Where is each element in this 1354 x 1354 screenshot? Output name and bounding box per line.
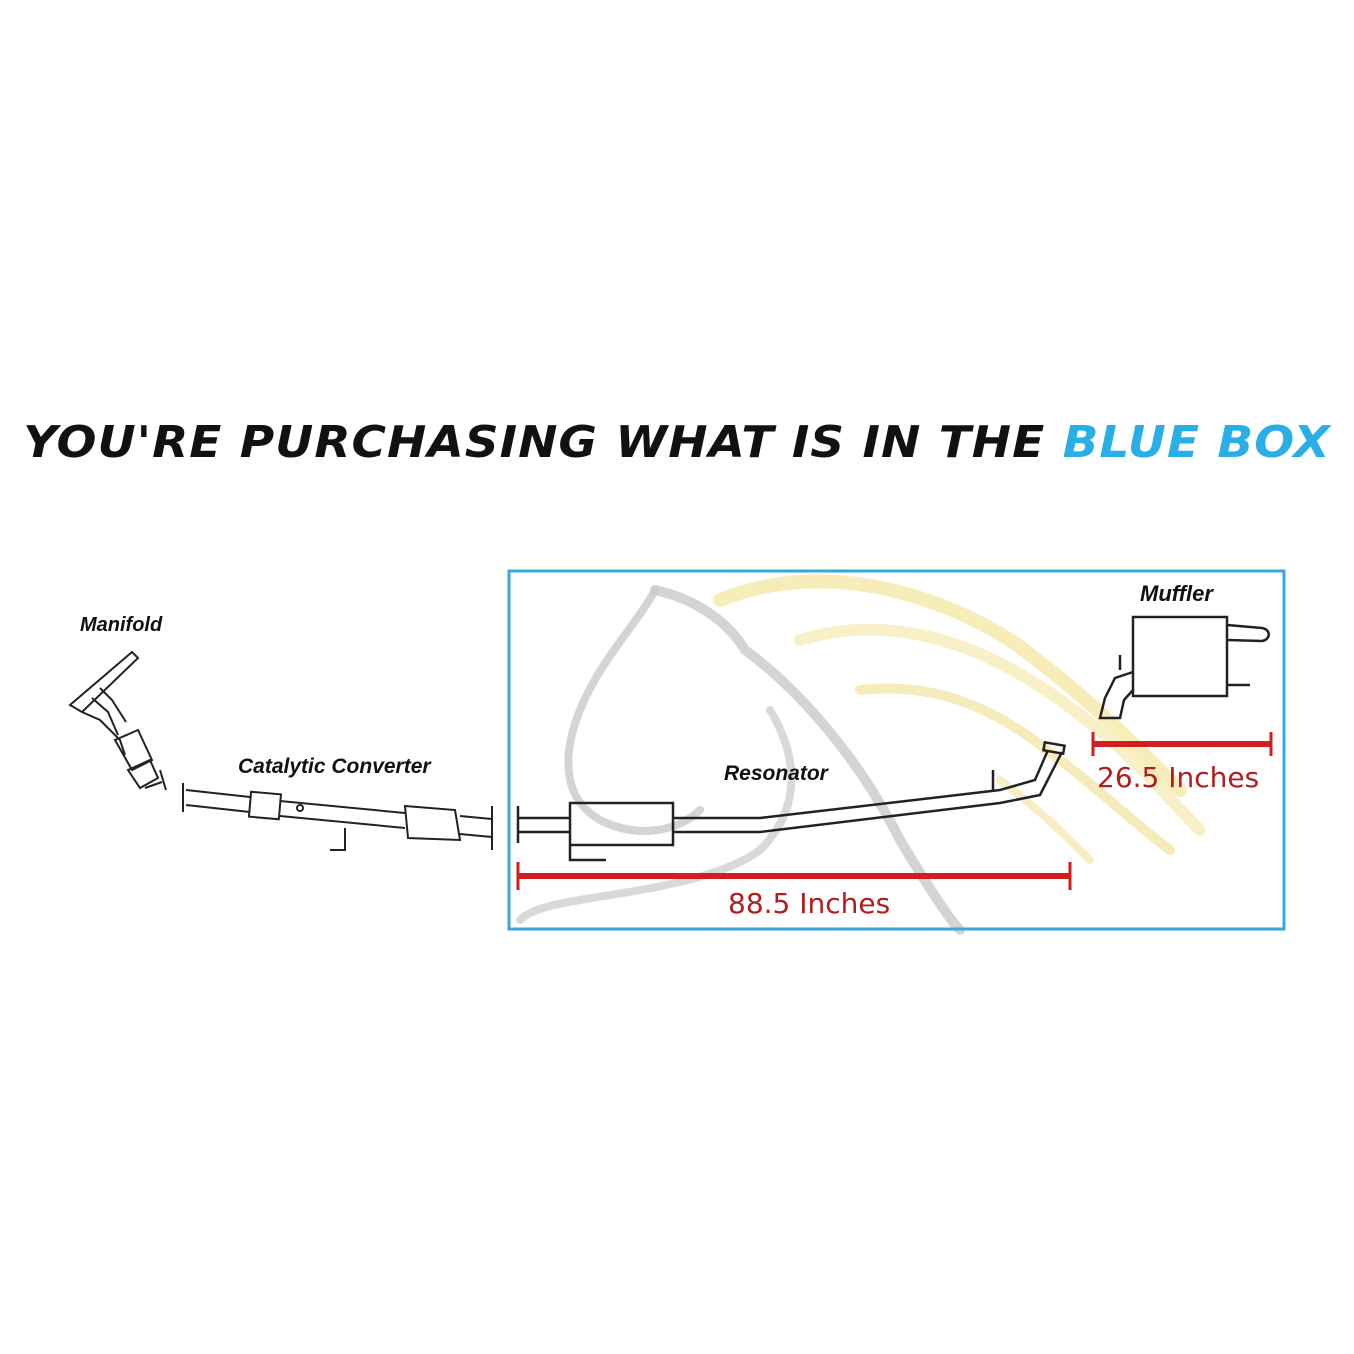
measurement-resonator: 88.5 Inches xyxy=(728,887,890,920)
headline-highlight: BLUE BOX xyxy=(1062,417,1331,468)
measure-bar-resonator xyxy=(516,862,1072,890)
blue-box xyxy=(507,569,1286,931)
label-catalytic-converter: Catalytic Converter xyxy=(238,755,432,778)
headline: YOU'RE PURCHASING WHAT IS IN THE BLUE BO… xyxy=(0,417,1354,468)
manifold-icon xyxy=(68,650,167,791)
resonator-pipe-icon xyxy=(516,740,1066,862)
measurement-muffler: 26.5 Inches xyxy=(1097,761,1259,794)
muffler-icon xyxy=(1098,615,1270,720)
label-muffler: Muffler xyxy=(1140,581,1214,606)
headline-main: YOU'RE PURCHASING WHAT IS IN THE xyxy=(23,417,1046,468)
label-resonator: Resonator xyxy=(724,762,830,785)
catalytic-converter-icon xyxy=(182,783,493,851)
label-manifold: Manifold xyxy=(80,614,163,636)
measure-bar-muffler xyxy=(1091,732,1273,756)
